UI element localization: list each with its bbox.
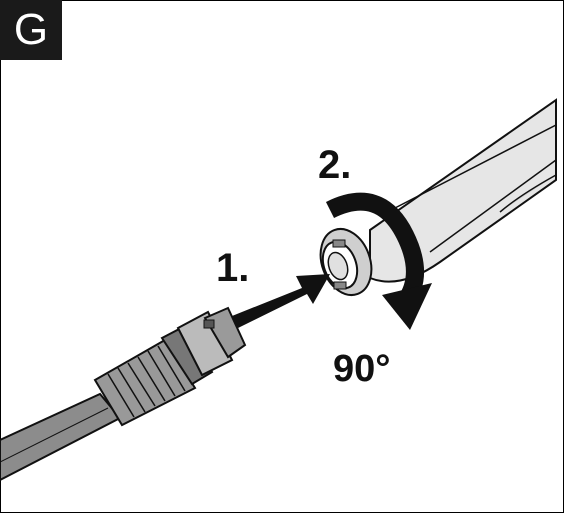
- insert-arrow: [232, 274, 330, 328]
- step-1-label: 1.: [216, 246, 250, 290]
- step-2-label: 2.: [318, 143, 352, 187]
- hose: [0, 392, 122, 482]
- spray-lance: [319, 98, 557, 296]
- hose-connector: [93, 306, 247, 427]
- rotation-angle-label: 90°: [333, 348, 391, 390]
- panel-label: G: [0, 0, 62, 60]
- rotation-arrow: [325, 192, 432, 330]
